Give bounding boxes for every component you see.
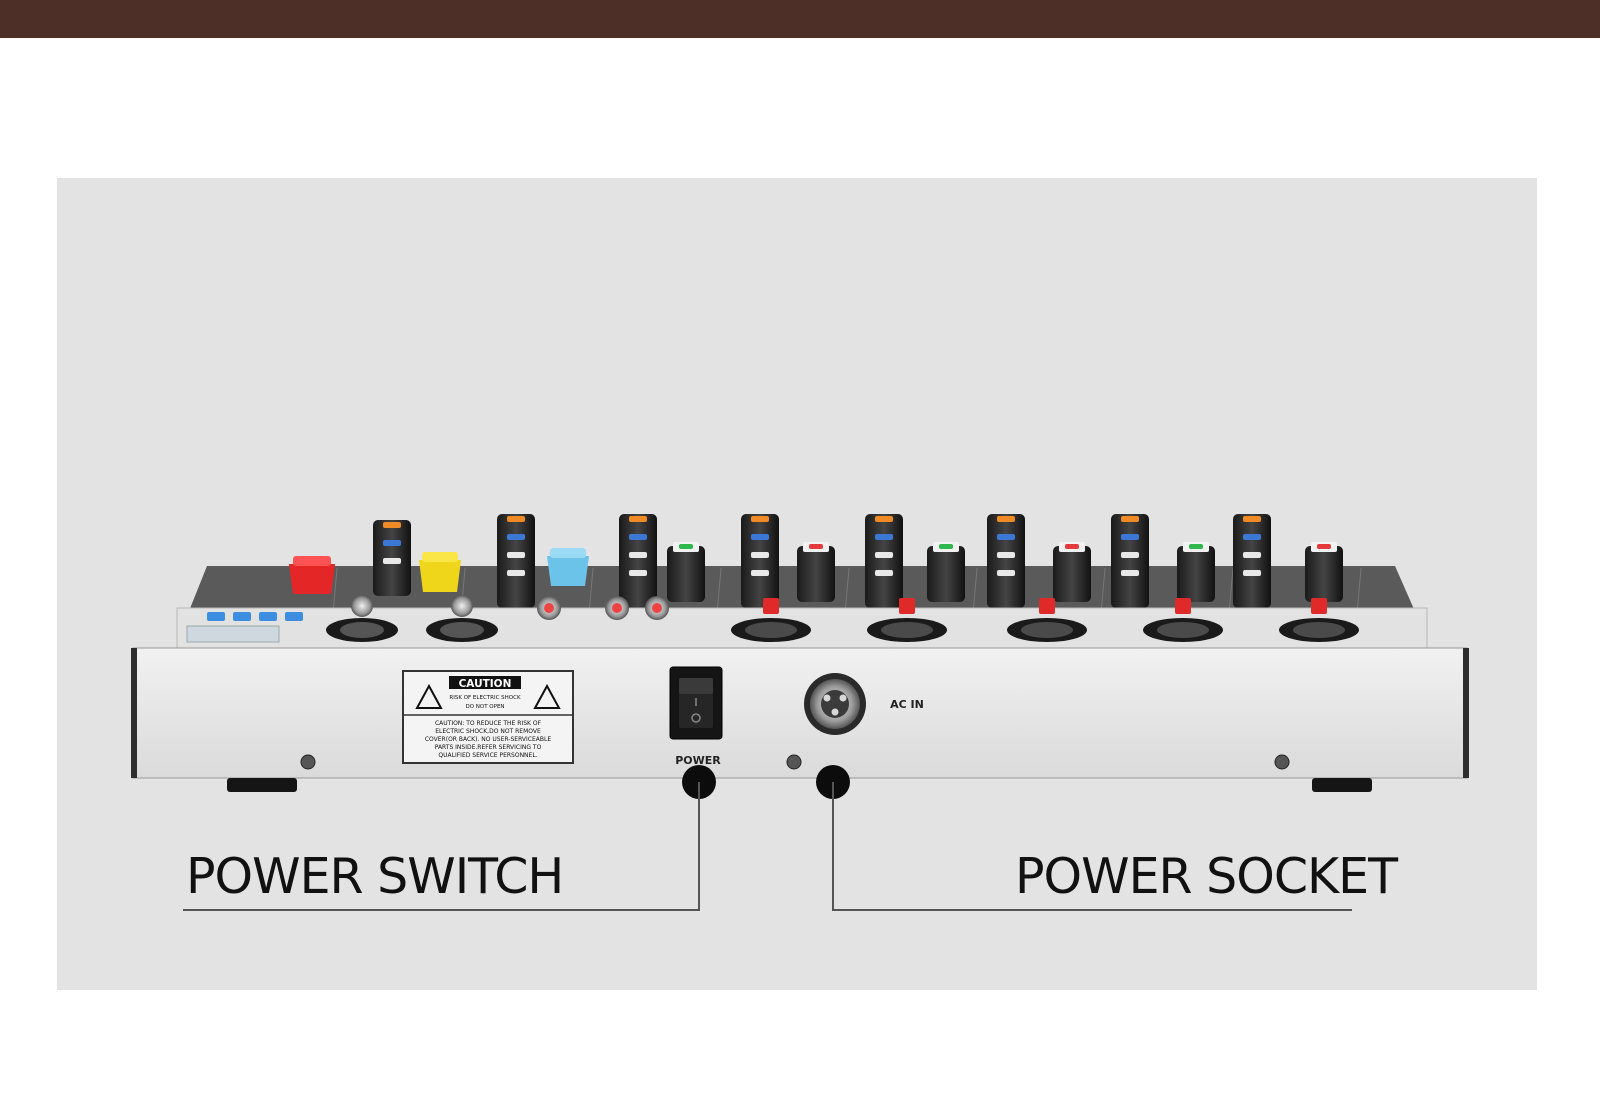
caution-body-line: COVER(OR BACK). NO USER-SERVICEABLE — [425, 736, 551, 743]
mixer-knob — [1111, 568, 1149, 608]
caution-body-line: CAUTION: TO REDUCE THE RISK OF — [435, 720, 542, 727]
rca-jack[interactable] — [537, 596, 561, 620]
foot-left — [227, 778, 297, 792]
ac-power-socket[interactable] — [804, 673, 866, 735]
channel-divider — [332, 567, 338, 615]
fader-blue — [547, 548, 589, 586]
power-socket-callout-label: POWER SOCKET — [1015, 848, 1398, 905]
mode-button[interactable] — [233, 612, 251, 621]
screw — [300, 754, 316, 770]
callout-line-switch — [183, 765, 716, 911]
channel-divider — [588, 567, 594, 615]
callout-line-socket — [816, 765, 1352, 911]
mixer-knob — [927, 542, 965, 602]
mode-button[interactable] — [285, 612, 303, 621]
ac-in-caption: AC IN — [890, 698, 924, 711]
xlr-output[interactable] — [426, 595, 498, 642]
xlr-input[interactable] — [1007, 598, 1087, 642]
mixer-knob — [497, 568, 535, 608]
top-bar — [0, 0, 1600, 38]
channel-divider — [1228, 567, 1234, 615]
power-switch[interactable] — [669, 666, 723, 740]
mixer-knob — [865, 568, 903, 608]
mode-button[interactable] — [259, 612, 277, 621]
power-switch-caption: POWER — [675, 754, 721, 767]
rca-jack[interactable] — [605, 596, 629, 620]
xlr-input[interactable] — [731, 598, 811, 642]
channel-divider — [844, 567, 850, 615]
warning-exclamation-icon — [533, 683, 561, 709]
warning-bolt-icon — [415, 683, 443, 709]
mixer-knob — [987, 568, 1025, 608]
power-switch-callout-label: POWER SWITCH — [186, 848, 564, 905]
caution-warning-line: RISK OF ELECTRIC SHOCK — [449, 695, 521, 701]
caution-title: CAUTION — [459, 678, 512, 690]
mixer-knob — [797, 542, 835, 602]
mixer-knob — [667, 542, 705, 602]
xlr-input[interactable] — [1279, 598, 1359, 642]
mixer-knob — [1053, 542, 1091, 602]
foot-right — [1312, 778, 1372, 792]
display-window — [186, 625, 280, 643]
xlr-input[interactable] — [1143, 598, 1223, 642]
rear-panel — [132, 647, 1468, 779]
fader-red — [289, 556, 335, 594]
mixer-knob — [1305, 542, 1343, 602]
product-photo: CAUTION RISK OF ELECTRIC SHOCK DO NOT OP… — [57, 178, 1537, 990]
caution-label: CAUTION RISK OF ELECTRIC SHOCK DO NOT OP… — [402, 670, 574, 764]
screw — [786, 754, 802, 770]
xlr-input[interactable] — [867, 598, 947, 642]
mode-button[interactable] — [207, 612, 225, 621]
channel-divider — [1100, 567, 1106, 615]
caution-body-line: ELECTRIC SHOCK,DO NOT REMOVE — [435, 728, 541, 735]
channel-divider — [716, 567, 722, 615]
fader-yellow — [419, 552, 461, 592]
xlr-output[interactable] — [326, 595, 398, 642]
caution-body-line: PARTS INSIDE.REFER SERVICING TO — [435, 744, 542, 751]
channel-divider — [1356, 567, 1362, 615]
screw — [1274, 754, 1290, 770]
mixer-knob — [619, 568, 657, 608]
mixer-knob — [1233, 568, 1271, 608]
caution-body-line: QUALIFIED SERVICE PERSONNEL. — [438, 752, 537, 759]
mixer-illustration: CAUTION RISK OF ELECTRIC SHOCK DO NOT OP… — [131, 514, 1469, 911]
channel-divider — [972, 567, 978, 615]
caution-warning-line: DO NOT OPEN — [465, 704, 504, 710]
rca-jack[interactable] — [645, 596, 669, 620]
mixer-knob — [1177, 542, 1215, 602]
mixer-knob — [373, 556, 411, 596]
